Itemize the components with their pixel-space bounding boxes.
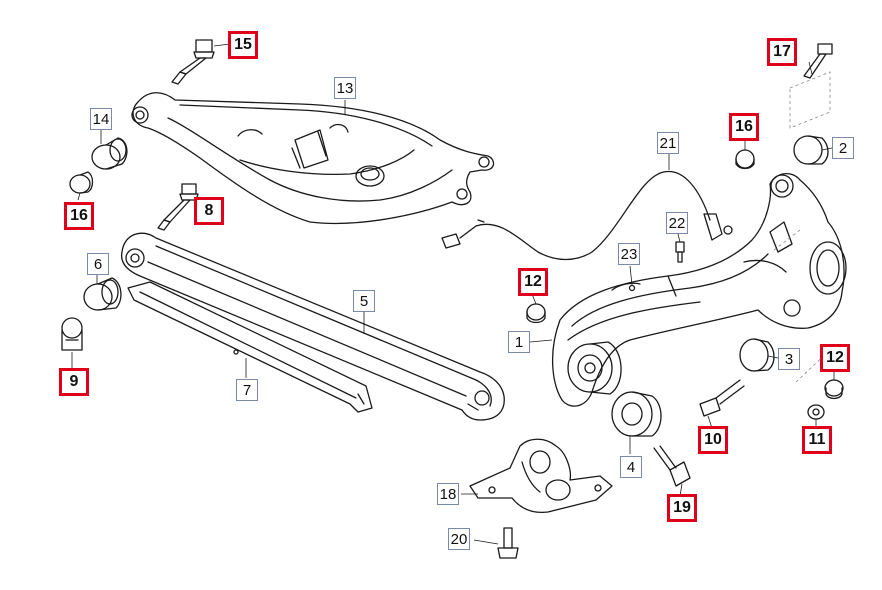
bolt-part-22: [675, 241, 685, 263]
bushing-part-9: [61, 317, 83, 351]
callout-15: 15: [228, 31, 258, 59]
callout-20: 20: [448, 528, 470, 550]
nut-part-12-right: [824, 379, 844, 400]
bolt-part-8: [157, 183, 199, 231]
callout-6: 6: [87, 253, 109, 275]
callout-14: 14: [90, 108, 112, 130]
ring-part-16-right: [735, 149, 755, 170]
callout-8: 8: [194, 197, 224, 225]
ring-part-16-left: [69, 171, 94, 194]
callout-10: 10: [698, 426, 728, 454]
bushing-part-14: [91, 137, 128, 170]
callout-16-left: 16: [64, 202, 94, 230]
bushing-part-4-loose: [611, 391, 662, 437]
nut-part-12-left: [526, 303, 546, 324]
callout-18: 18: [437, 483, 459, 505]
assembly-guide-17: [789, 71, 831, 129]
bushing-part-3: [739, 338, 775, 372]
callout-22: 22: [666, 212, 688, 234]
wheel-carrier-part-1: [551, 173, 847, 407]
control-arm-lower-rod: [120, 232, 505, 421]
callout-17: 17: [767, 38, 797, 66]
bolt-part-19: [653, 445, 691, 487]
callout-4: 4: [620, 456, 642, 478]
callout-3: 3: [778, 348, 800, 370]
callout-11: 11: [802, 426, 832, 454]
callout-21: 21: [657, 132, 679, 154]
callout-12-left: 12: [518, 268, 548, 296]
sensor-wire-part-21: [441, 170, 733, 261]
callout-7: 7: [236, 379, 258, 401]
bolt-part-17: [803, 43, 833, 79]
callout-5: 5: [353, 290, 375, 312]
washer-part-11: [807, 404, 825, 420]
bushing-part-6: [83, 277, 122, 311]
callout-23: 23: [618, 243, 640, 265]
callout-19: 19: [667, 494, 697, 522]
callout-1: 1: [508, 331, 530, 353]
leader-lines: [71, 43, 835, 545]
callout-12-right: 12: [820, 344, 850, 372]
bolt-part-10: [699, 379, 745, 417]
bushing-part-4: [567, 341, 622, 395]
plug-part-23: [628, 284, 636, 292]
control-arm-upper: [131, 92, 495, 225]
guard-plate-part-7: [127, 281, 373, 413]
callout-16-right: 16: [729, 113, 759, 141]
bolt-part-20: [497, 527, 519, 559]
bolt-part-15: [171, 39, 215, 85]
callout-13: 13: [334, 77, 356, 99]
callout-2: 2: [832, 137, 854, 159]
callout-9: 9: [59, 368, 89, 396]
mount-bracket-part-18: [469, 438, 613, 514]
